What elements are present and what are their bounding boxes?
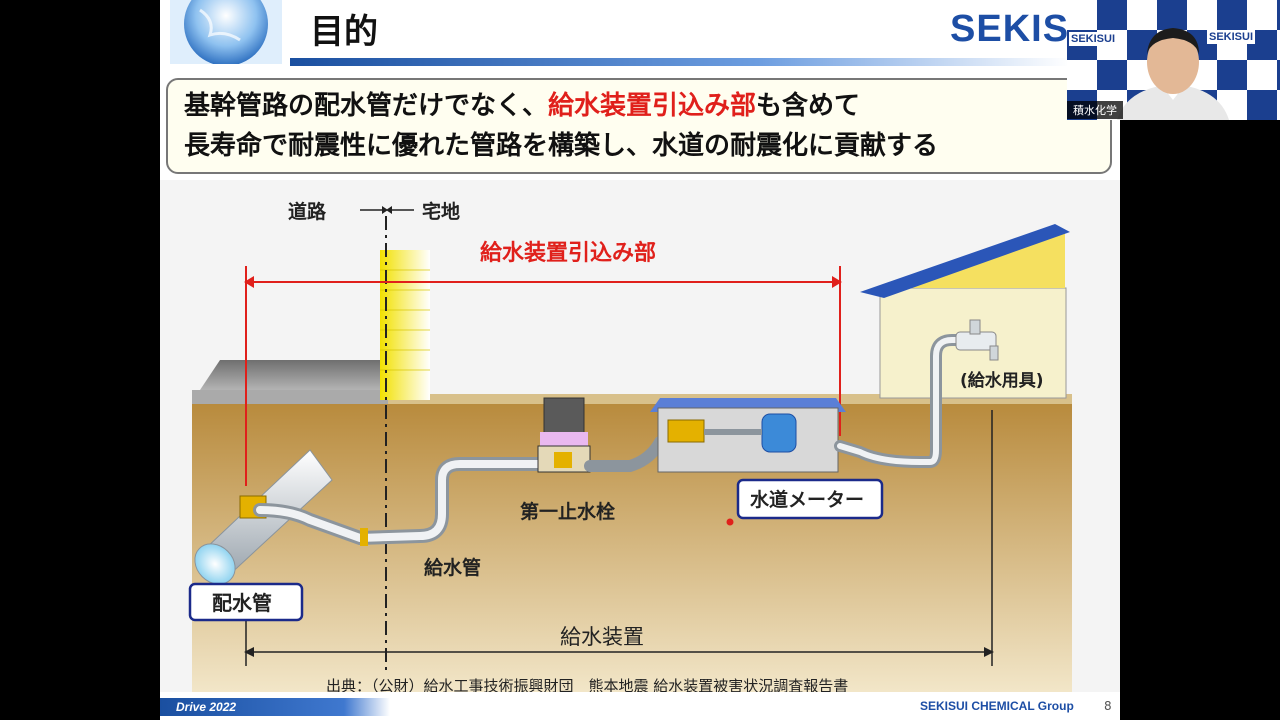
distribution-pipe-label: 配水管 — [212, 591, 272, 615]
footer-company-name: SEKISUI CHEMICAL Group — [920, 699, 1074, 713]
backdrop-logo-right: SEKISUI — [1207, 30, 1256, 44]
house-roof — [860, 224, 1070, 298]
message-line-1-before: 基幹管路の配水管だけでなく、 — [184, 91, 549, 121]
globe-icon — [170, 0, 282, 64]
supply-equipment-label: 給水装置 — [560, 625, 644, 649]
road-edge — [192, 390, 388, 404]
diagram-canvas: 道路 宅地 給水装置引込み部 (給水用具) 第一止水栓 水道メーター 給水管 配… — [188, 200, 1072, 692]
soil-ground — [192, 402, 1072, 692]
title-underline-bar — [290, 58, 1070, 66]
boundary-wall — [380, 250, 430, 400]
wall-bricks — [380, 269, 430, 371]
service-pipe-label: 給水管 — [424, 556, 481, 579]
water-supply-diagram: 道路 宅地 給水装置引込み部 (給水用具) 第一止水栓 水道メーター 給水管 配… — [160, 180, 1120, 692]
service-section-label: 給水装置引込み部 — [480, 240, 656, 266]
message-box: 基幹管路の配水管だけでなく、給水装置引込み部も含めて 長寿命で耐震性に優れた管路… — [166, 78, 1112, 174]
message-highlight: 給水装置引込み部 — [548, 91, 757, 121]
backdrop-logo-left: SEKISUI — [1069, 32, 1118, 46]
footer-event-label: Drive 2022 — [160, 698, 390, 716]
page-number: 8 — [1104, 699, 1112, 713]
residential-label: 宅地 — [422, 200, 460, 223]
stop-valve-label: 第一止水栓 — [520, 500, 615, 523]
water-meter-label-box — [736, 478, 884, 520]
stop-valve — [537, 397, 591, 473]
message-line-1-after: も含めて — [756, 91, 861, 121]
webcam-video-tile[interactable]: SEKISUI SEKISUI 積水化学 — [1067, 0, 1280, 120]
message-line-2: 長寿命で耐震性に優れた管路を構築し、水道の耐震化に貢献する — [184, 131, 939, 161]
source-citation: 出典：（公財）給水工事技術振興財団 熊本地震 給水装置被害状況調査報告書 — [326, 677, 848, 692]
participant-avatar — [1117, 28, 1229, 120]
faucet-icon — [955, 319, 999, 361]
fixture-label: (給水用具) — [960, 370, 1044, 391]
slide-title: 目的 — [310, 12, 378, 52]
laser-pointer-dot — [726, 518, 734, 526]
presentation-slide: 目的 SEKISU 基幹管路の配水管だけでなく、給水装置引込み部も含めて 長寿命… — [160, 0, 1120, 720]
distribution-pipe-label-box — [188, 582, 304, 622]
water-meter-label: 水道メーター — [750, 488, 864, 511]
meter-box — [650, 398, 846, 473]
message-line-1: 基幹管路の配水管だけでなく、給水装置引込み部も含めて — [184, 86, 1094, 126]
participant-name-label: 積水化学 — [1067, 101, 1123, 119]
road-label: 道路 — [288, 200, 327, 223]
